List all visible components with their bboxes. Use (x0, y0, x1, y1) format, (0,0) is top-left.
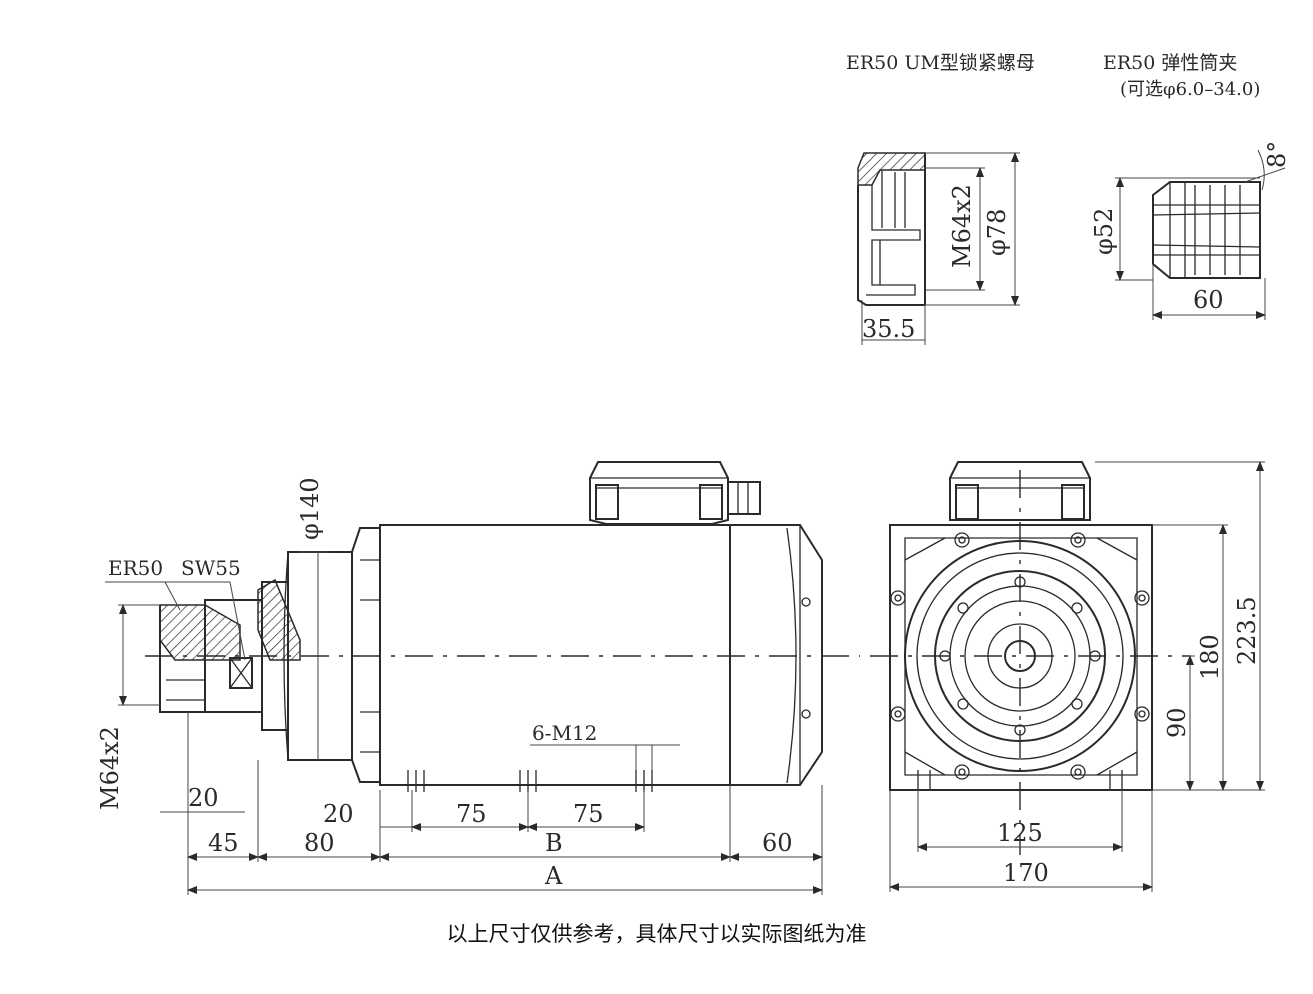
spindle-front-view: 223.5 180 90 125 170 (870, 461, 1265, 892)
center-height-dim: 90 (1163, 707, 1191, 738)
er-label: ER50 (108, 556, 163, 580)
thread-spec-dim: M64x2 (96, 726, 124, 810)
spindle-side-view: φ140 ER50 SW55 M64x2 6-M12 20 (96, 461, 860, 895)
overall-width-dim: 170 (1003, 859, 1049, 887)
dim-a: A (544, 862, 563, 890)
height-flange-dim: 180 (1196, 634, 1224, 680)
nut-title: ER50 UM型锁紧螺母 (846, 52, 1035, 74)
sw-label: SW55 (181, 556, 241, 580)
dim-b: B (545, 829, 563, 857)
nut-diameter-dim: φ78 (983, 209, 1011, 256)
nut-width-dim: 35.5 (862, 315, 915, 343)
top-20-dim: 20 (323, 800, 354, 828)
nose-20-dim: 20 (188, 784, 219, 812)
collet-angle-dim: 8° (1263, 141, 1291, 168)
front-bolt-holes (890, 532, 1150, 780)
collet-title: ER50 弹性筒夹 (1103, 52, 1238, 74)
nut-thread-dim: M64x2 (948, 184, 976, 268)
footer-note: 以上尺寸仅供参考，具体尺寸以实际图纸为准 (446, 922, 867, 946)
collet-length-dim: 60 (1193, 286, 1224, 314)
collet-diameter-dim: φ52 (1090, 208, 1118, 255)
first-75-dim: 75 (456, 800, 487, 828)
second-75-dim: 75 (573, 800, 604, 828)
dim-60: 60 (762, 829, 793, 857)
base-width-dim: 125 (997, 819, 1043, 847)
collet-range: (可选φ6.0–34.0) (1120, 79, 1261, 100)
height-total-dim: 223.5 (1233, 596, 1261, 665)
dim-45: 45 (208, 829, 239, 857)
nut-detail: M64x2 φ78 35.5 (857, 152, 1020, 345)
dim-80: 80 (304, 829, 335, 857)
collet-detail: φ52 8° 60 (1090, 141, 1291, 320)
holes-label: 6-M12 (532, 721, 597, 745)
body-diameter-dim: φ140 (296, 477, 324, 540)
mounting-hole-marks (407, 770, 653, 792)
